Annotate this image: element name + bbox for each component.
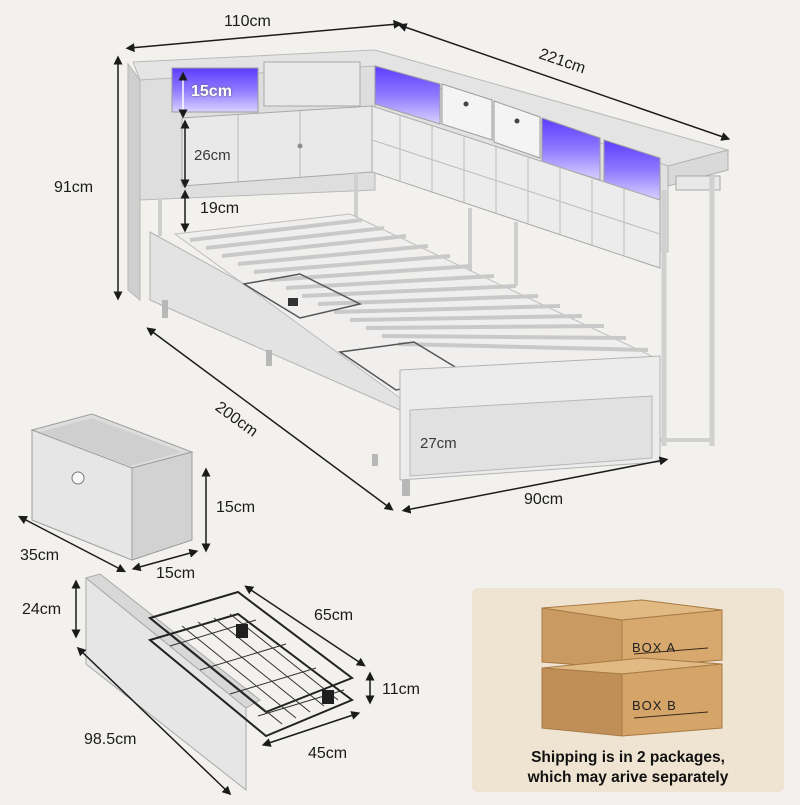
bed-width-label: 90cm [524, 491, 564, 508]
box-b-label: BOX B [632, 698, 677, 713]
drawer-front-height-label: 24cm [22, 601, 62, 618]
drawer-dimension-lines [71, 579, 375, 796]
bin-dimension-lines [18, 467, 211, 573]
headboard-height-label: 26cm [194, 147, 231, 164]
bed-frame [127, 49, 730, 496]
shipping-note: Shipping is in 2 packages, which may ari… [472, 748, 784, 788]
fabric-bin [30, 413, 194, 561]
bin-length-label: 35cm [20, 547, 60, 564]
overall-height-label: 91cm [54, 179, 94, 196]
shipping-note-line1: Shipping is in 2 packages, [531, 749, 725, 766]
basket-width-label: 45cm [308, 745, 348, 762]
dimension-lines [113, 19, 731, 514]
box-a-label: BOX A [632, 640, 677, 655]
bin-height-label: 15cm [216, 499, 256, 516]
basket-length-label: 65cm [314, 607, 354, 624]
under-clearance-label: 19cm [200, 200, 240, 217]
shipping-note-line2: which may arive separately [527, 769, 729, 786]
bin-width-label: 15cm [156, 565, 196, 582]
shipping-panel: BOX A BOX B Shipping is in 2 packages, w… [472, 588, 784, 792]
drawer-front-length-label: 98.5cm [84, 731, 137, 748]
shipping-boxes-icon [541, 599, 723, 737]
top-width-label: 110cm [224, 13, 271, 30]
footboard-height-label: 27cm [420, 435, 457, 452]
basket-depth-label: 11cm [382, 681, 420, 698]
shelf-height-label: 15cm [191, 83, 232, 100]
